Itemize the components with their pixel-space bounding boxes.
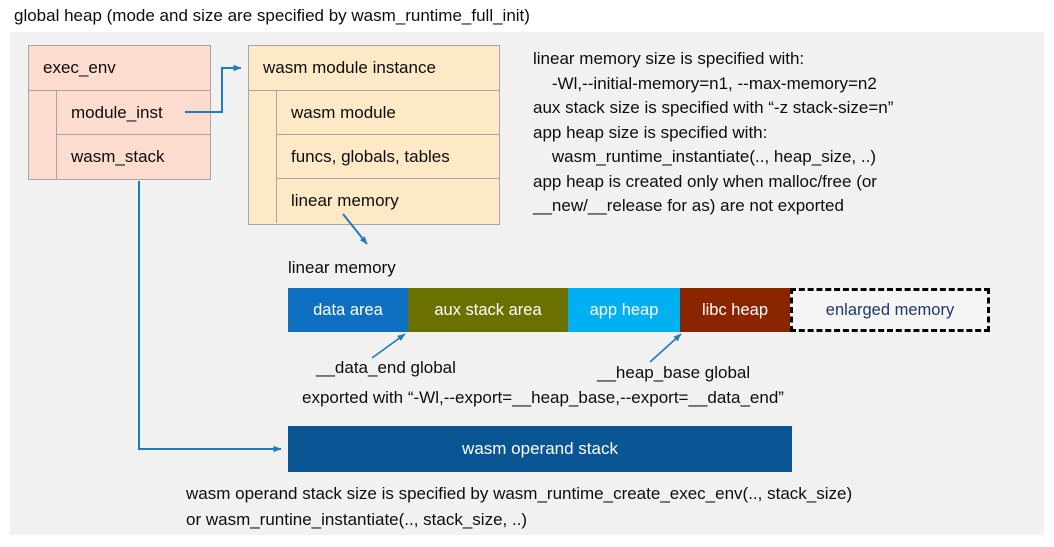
exec-env-header: exec_env: [29, 46, 210, 91]
exec-env-row-module-inst: module_inst: [57, 91, 210, 135]
annotation-heap-base: __heap_base global: [597, 363, 751, 382]
memory-segment-enlarged-memory: enlarged memory: [790, 288, 990, 332]
exec-env-row-wasm-stack: wasm_stack: [71, 147, 165, 166]
module-instance-row-linear-memory: linear memory: [291, 191, 399, 210]
exec-env-box: exec_env module_inst wasm_stack: [28, 45, 211, 180]
memory-segment-aux-stack-area: aux stack area: [408, 288, 568, 332]
wasm-module-instance-box: wasm module instance wasm module funcs, …: [248, 45, 500, 225]
module-instance-gutter: [249, 91, 277, 223]
memory-segment-data-area: data area: [288, 288, 408, 332]
module-instance-rows: wasm module funcs, globals, tables linea…: [277, 91, 499, 223]
page-title: global heap (mode and size are specified…: [14, 6, 530, 25]
exec-env-rows: module_inst wasm_stack: [57, 91, 210, 179]
linear-memory-bar-label: linear memory: [288, 258, 396, 277]
module-instance-body: wasm module funcs, globals, tables linea…: [249, 91, 499, 223]
wasm-operand-stack-box: wasm operand stack: [288, 426, 792, 472]
memory-segment-libc-heap: libc heap: [680, 288, 790, 332]
exec-env-body: module_inst wasm_stack: [29, 91, 210, 179]
operand-stack-note: wasm operand stack size is specified by …: [186, 484, 853, 529]
module-instance-row-wasm-module: wasm module: [277, 91, 499, 135]
memory-segment-app-heap: app heap: [568, 288, 680, 332]
exec-env-gutter: [29, 91, 57, 179]
annotation-data-end: __data_end global: [316, 358, 456, 377]
module-instance-header: wasm module instance: [249, 46, 499, 91]
annotation-exported-with: exported with “-Wl,--export=__heap_base,…: [302, 388, 784, 407]
module-instance-row-funcs-globals-tables: funcs, globals, tables: [277, 135, 499, 179]
linear-memory-note: linear memory size is specified with: -W…: [533, 49, 894, 215]
